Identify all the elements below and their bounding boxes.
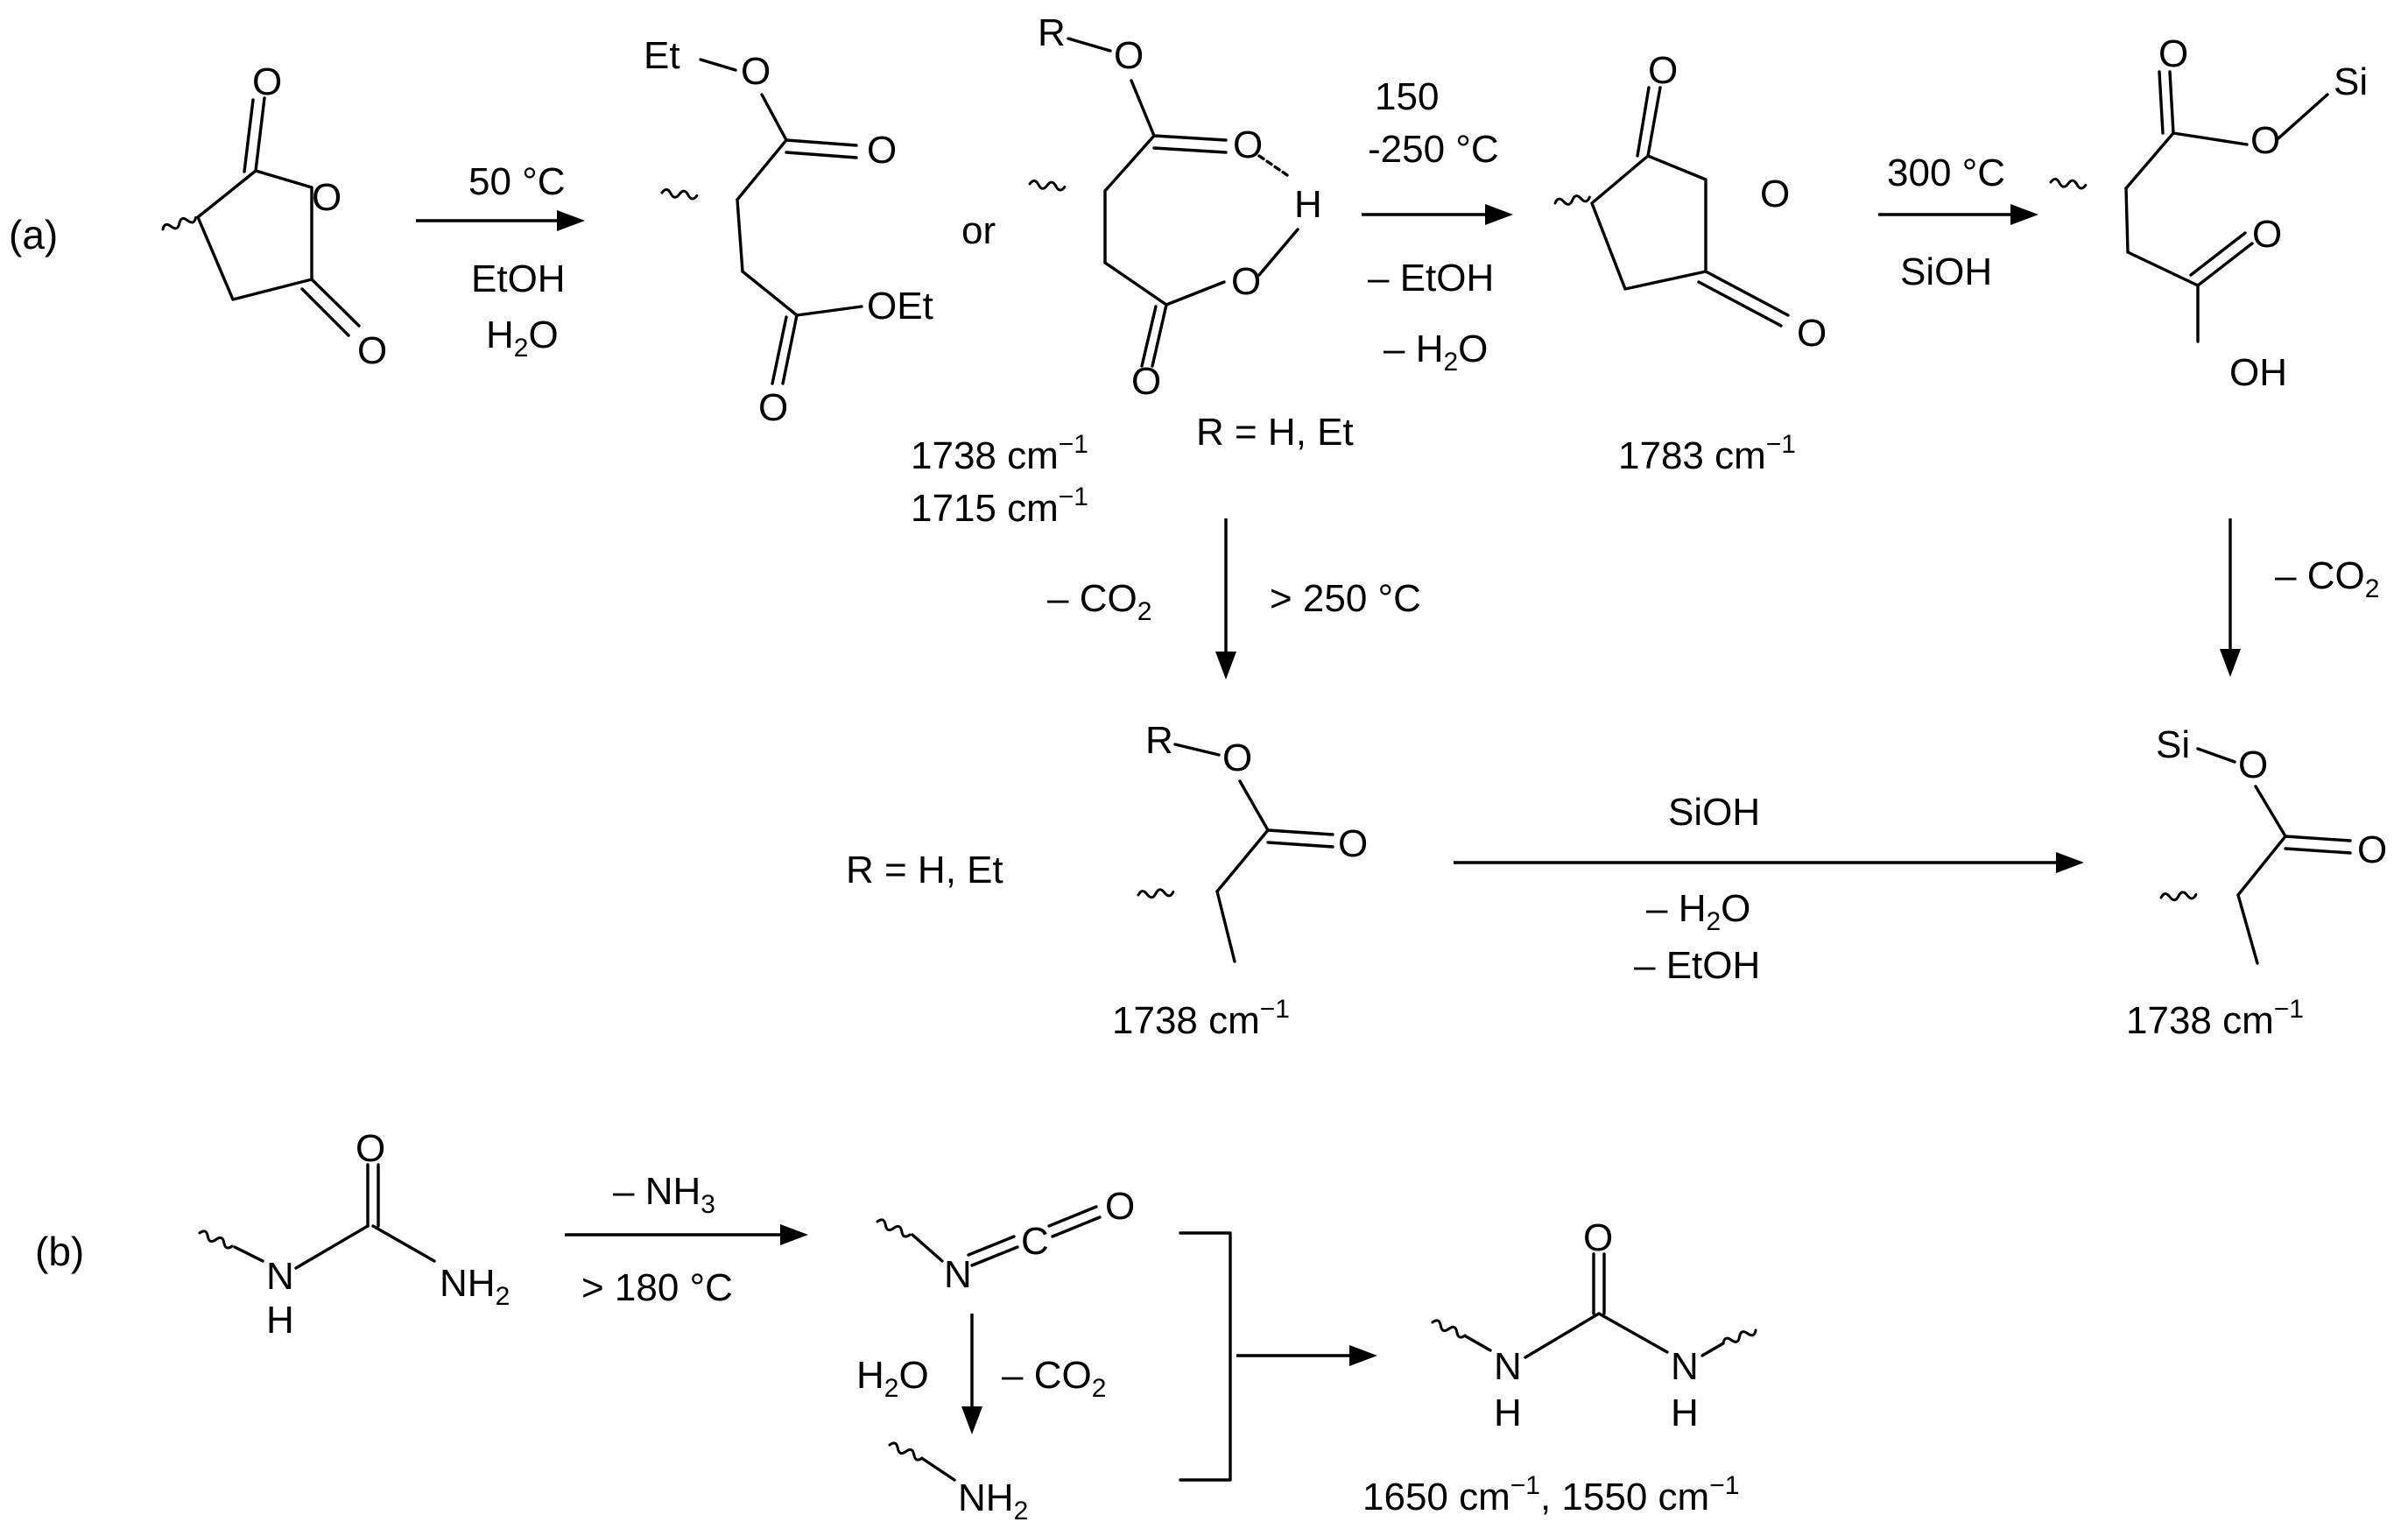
reaction-arrow-2: 150 -250 °C – EtOH – H2O [1362,75,1513,377]
svg-text:N: N [266,1255,294,1298]
svg-text:C: C [1021,1220,1049,1263]
svg-text:O: O [1222,736,1252,779]
svg-text:O: O [758,386,788,429]
svg-text:H: H [1671,1392,1699,1434]
svg-text:O: O [1233,123,1263,166]
svg-text:O: O [2250,119,2280,162]
svg-text:O: O [2158,32,2188,75]
svg-text:Et: Et [644,34,680,77]
ir-label: 1738 cm−1 [2126,995,2304,1042]
reaction-arrow-3: 300 °C SiOH [1878,151,2038,293]
reaction-arrow-1: 50 °C EtOH H2O [416,160,585,363]
panel-a-label: (a) [9,212,58,257]
svg-text:– CO2: – CO2 [1002,1354,1106,1403]
svg-text:O: O [2357,828,2387,871]
svg-text:N: N [1671,1345,1699,1388]
svg-text:O: O [1231,260,1261,303]
svg-text:O: O [1797,312,1827,355]
urea-disubstituted: N H O N H [1430,1216,1759,1434]
diethyl-ester: Et O O OEt O [644,34,933,429]
ir-label: 1650 cm−1, 1550 cm−1 [1362,1471,1739,1518]
svg-text:O: O [356,1127,385,1170]
svg-text:– CO2: – CO2 [2275,554,2379,603]
svg-text:SiOH: SiOH [1900,250,1992,293]
svg-text:O: O [1131,360,1161,403]
succinic-anhydride-right: O O O [1553,49,1827,355]
panel-b-label: (b) [35,1229,84,1274]
combination-bracket [1179,1231,1232,1482]
ir-label: 1738 cm−1 [911,430,1088,477]
silyl-ester-bottom: Si O O [2156,723,2387,965]
svg-text:SiOH: SiOH [1668,791,1760,834]
svg-text:O: O [1105,1185,1135,1228]
svg-text:O: O [1338,822,1368,865]
succinic-anhydride-left: O O O [160,60,387,372]
condition-temp-50: 50 °C [468,160,566,203]
svg-text:OH: OH [2229,351,2287,394]
amine: NH2 [887,1440,1028,1525]
svg-text:150: 150 [1375,75,1439,118]
reaction-arrow-down-left: – CO2 > 250 °C [1047,518,1421,680]
svg-text:Si: Si [2156,723,2190,766]
svg-text:– CO2: – CO2 [1047,577,1151,626]
silyl-ester-acid: O O Si O OH [2049,32,2368,394]
reaction-arrow-4: SiOH – H2O – EtOH [1454,791,2084,987]
svg-text:– EtOH: – EtOH [1634,944,1760,987]
ir-label: 1715 cm−1 [911,483,1088,530]
r-definition-bottom: R = H, Et [846,849,1003,891]
svg-text:– H2O: – H2O [1646,887,1750,936]
svg-text:H2O: H2O [856,1354,929,1403]
reaction-arrow-b-down: H2O – CO2 [856,1314,1106,1434]
ir-label: 1783 cm−1 [1618,430,1796,477]
reaction-arrow-down-right: – CO2 [2220,518,2379,677]
svg-text:> 250 °C: > 250 °C [1270,577,1421,620]
isocyanate: N C O [875,1185,1135,1296]
svg-text:– EtOH: – EtOH [1368,257,1494,299]
urea-terminal: N H O NH2 [197,1127,510,1342]
condition-etoh: EtOH [471,257,566,300]
atom-o: O [312,176,341,219]
svg-text:N: N [944,1253,972,1296]
r-definition-top: R = H, Et [1196,411,1354,454]
svg-text:O: O [2238,743,2268,786]
svg-text:O: O [1583,1216,1613,1259]
svg-text:O: O [1648,49,1678,92]
svg-text:300 °C: 300 °C [1887,151,2005,194]
condition-water: H2O [486,314,559,363]
svg-text:Si: Si [2334,60,2368,103]
svg-text:H: H [266,1299,294,1342]
reaction-arrow-b2 [1236,1345,1377,1366]
ester-bottom-left: R O O [1137,719,1368,963]
atom-o: O [357,329,387,372]
half-ester-acid: R O O H O O R = H, Et [1028,11,1354,454]
svg-text:O: O [1114,34,1144,77]
svg-text:H: H [1294,183,1322,226]
svg-text:– H2O: – H2O [1384,328,1488,377]
reaction-arrow-b1: – NH3 > 180 °C [565,1170,808,1309]
svg-text:– NH3: – NH3 [613,1170,715,1219]
svg-text:O: O [867,129,897,172]
svg-text:N: N [1494,1345,1522,1388]
svg-text:OEt: OEt [867,285,933,328]
svg-text:R: R [1145,719,1173,762]
svg-text:R: R [1038,11,1066,54]
svg-text:H: H [1494,1392,1522,1434]
svg-text:-250 °C: -250 °C [1368,128,1499,171]
or-text: or [961,209,996,252]
svg-text:O: O [741,50,771,93]
svg-text:> 180 °C: > 180 °C [581,1266,733,1309]
atom-o: O [252,60,282,103]
svg-text:NH2: NH2 [958,1476,1028,1525]
svg-text:NH2: NH2 [440,1262,510,1311]
svg-text:O: O [2252,213,2282,256]
svg-text:O: O [1760,173,1790,215]
ir-label: 1738 cm−1 [1112,995,1290,1042]
